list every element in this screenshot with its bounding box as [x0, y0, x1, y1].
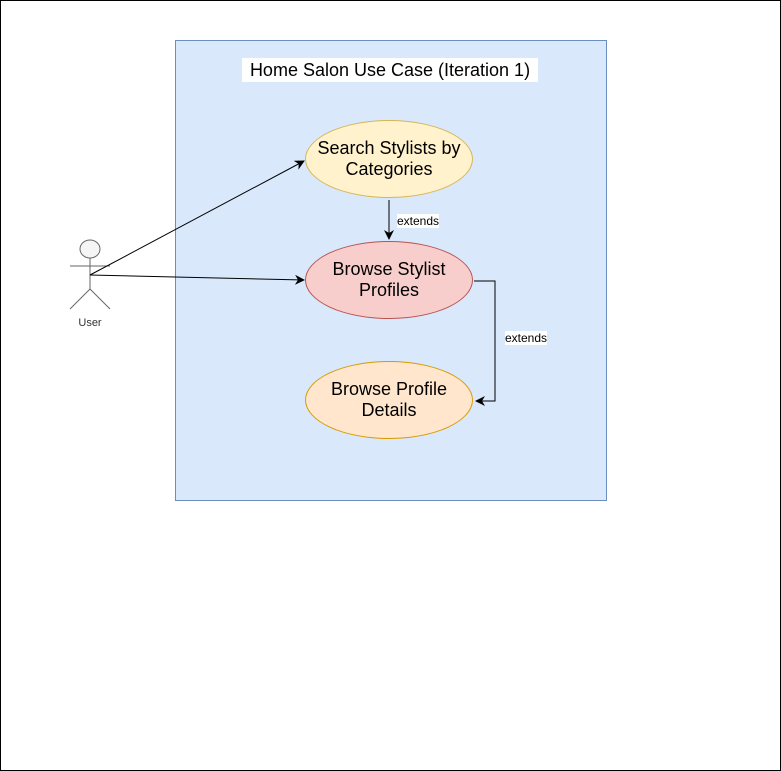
use-case-search-stylists[interactable]: Search Stylists by Categories: [305, 120, 473, 198]
use-case-browse-stylist-profiles[interactable]: Browse Stylist Profiles: [305, 241, 473, 319]
association-user-search[interactable]: [89, 160, 305, 276]
use-case-details-label: Browse Profile Details: [330, 379, 448, 420]
extends-label-search-browse: extends: [397, 214, 440, 228]
use-case-browse-label: Browse Stylist Profiles: [332, 259, 446, 300]
association-user-browse[interactable]: [89, 274, 305, 285]
use-case-search-label: Search Stylists by Categories: [317, 138, 461, 179]
user-actor-icon[interactable]: [69, 239, 111, 310]
extends-browse-details[interactable]: [474, 280, 496, 406]
use-case-browse-profile-details[interactable]: Browse Profile Details: [305, 361, 473, 439]
extends-label-browse-details: extends: [505, 331, 548, 345]
system-title: Home Salon Use Case (Iteration 1): [242, 58, 538, 82]
actor-label: User: [78, 317, 102, 329]
